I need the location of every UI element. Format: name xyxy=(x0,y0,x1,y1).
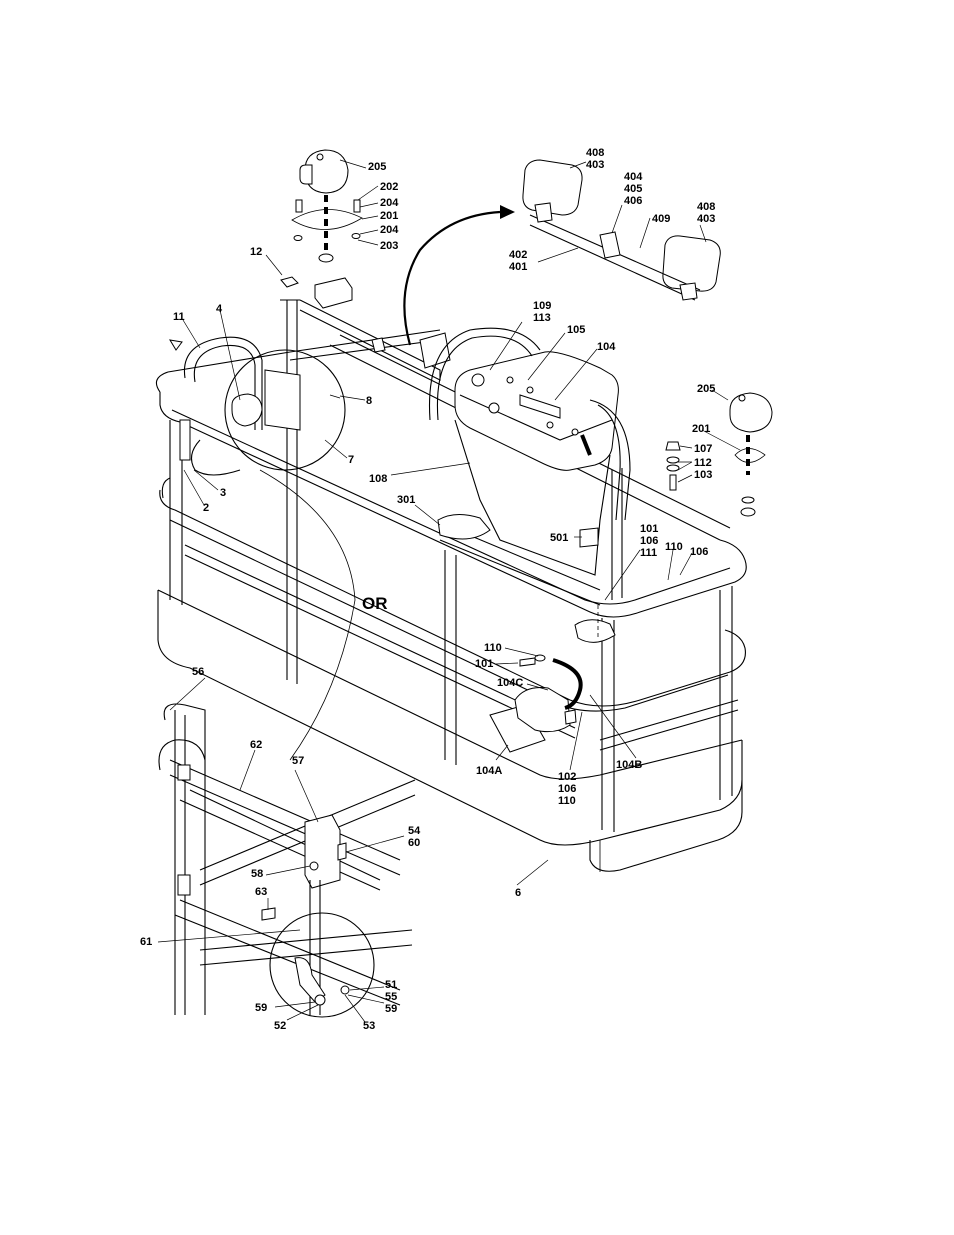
callout-104B: 104B xyxy=(616,759,642,771)
inset-connector-arc xyxy=(259,469,356,761)
callout-107: 107 xyxy=(694,443,712,455)
callout-59-left: 59 xyxy=(255,1002,267,1014)
callout-4: 4 xyxy=(216,303,223,315)
platform-basket xyxy=(155,299,747,872)
callout-408-right: 408 xyxy=(697,201,715,213)
callout-3: 3 xyxy=(220,487,226,499)
callout-110: 110 xyxy=(665,541,683,553)
callout-408: 408 xyxy=(586,147,604,159)
callout-403-right: 403 xyxy=(697,213,715,225)
gate-assembly xyxy=(169,336,263,476)
callout-106-right: 106 xyxy=(690,546,708,558)
callout-12: 12 xyxy=(250,246,262,258)
callout-57: 57 xyxy=(292,755,304,767)
callout-7: 7 xyxy=(348,454,354,466)
callout-53: 53 xyxy=(363,1020,375,1032)
callout-56: 56 xyxy=(192,666,204,678)
tray-301 xyxy=(437,514,616,643)
swing-arrow xyxy=(403,205,515,346)
callout-201: 201 xyxy=(380,210,398,222)
callout-112: 112 xyxy=(694,457,712,469)
callout-11: 11 xyxy=(173,311,185,323)
callout-62: 62 xyxy=(250,739,262,751)
callout-205-top: 205 xyxy=(368,161,386,173)
control-box-104 xyxy=(428,327,631,606)
callout-403: 403 xyxy=(586,159,604,171)
callout-104: 104 xyxy=(597,341,616,353)
callout-406: 406 xyxy=(624,195,642,207)
callout-202: 202 xyxy=(380,181,398,193)
callout-201-right: 201 xyxy=(692,423,710,435)
callout-101-lower: 101 xyxy=(475,658,493,670)
callout-101: 101 xyxy=(640,523,658,535)
callout-103: 103 xyxy=(694,469,712,481)
callout-203: 203 xyxy=(380,240,398,252)
callout-106: 106 xyxy=(640,535,658,547)
callout-110-bottom: 110 xyxy=(558,795,576,807)
callout-113: 113 xyxy=(533,312,551,324)
mount-bracket-12 xyxy=(280,276,451,381)
callout-63: 63 xyxy=(255,886,267,898)
callout-111: 111 xyxy=(640,547,657,559)
callout-401: 401 xyxy=(509,261,527,273)
callout-61: 61 xyxy=(140,936,152,948)
callout-409: 409 xyxy=(652,213,670,225)
callout-58: 58 xyxy=(251,868,263,880)
callout-labels: 205 202 204 201 204 203 12 408 403 404 4… xyxy=(140,147,715,1032)
callout-405: 405 xyxy=(624,183,642,195)
foot-switch-104A xyxy=(489,654,583,753)
callout-108: 108 xyxy=(369,473,387,485)
detail-circle-latch xyxy=(224,349,346,471)
callout-106-lower: 106 xyxy=(558,783,576,795)
callout-2: 2 xyxy=(203,502,209,514)
callout-404: 404 xyxy=(624,171,643,183)
callout-8: 8 xyxy=(366,395,372,407)
callout-102: 102 xyxy=(558,771,576,783)
callout-501: 501 xyxy=(550,532,568,544)
callout-105: 105 xyxy=(567,324,585,336)
alternate-gate-inset xyxy=(158,703,416,1018)
callout-6: 6 xyxy=(515,887,521,899)
light-bar-assembly xyxy=(522,159,721,301)
or-label: OR xyxy=(362,594,388,613)
callout-205-right: 205 xyxy=(697,383,715,395)
callout-204-lower: 204 xyxy=(380,224,399,236)
leader-lines xyxy=(157,159,741,1023)
callout-110-lower: 110 xyxy=(484,642,502,654)
callout-52: 52 xyxy=(274,1020,286,1032)
light-205-top xyxy=(291,149,363,263)
hardware-107-112-103 xyxy=(665,441,681,491)
callout-204: 204 xyxy=(380,197,399,209)
callout-104A: 104A xyxy=(476,765,502,777)
callout-109: 109 xyxy=(533,300,551,312)
callout-51: 51 xyxy=(385,979,397,991)
callout-59-right: 59 xyxy=(385,1003,397,1015)
callout-104C: 104C xyxy=(497,677,523,689)
callout-402: 402 xyxy=(509,249,527,261)
callout-301: 301 xyxy=(397,494,415,506)
light-205-right xyxy=(729,392,773,517)
callout-60: 60 xyxy=(408,837,420,849)
callout-54: 54 xyxy=(408,825,421,837)
callout-55: 55 xyxy=(385,991,397,1003)
